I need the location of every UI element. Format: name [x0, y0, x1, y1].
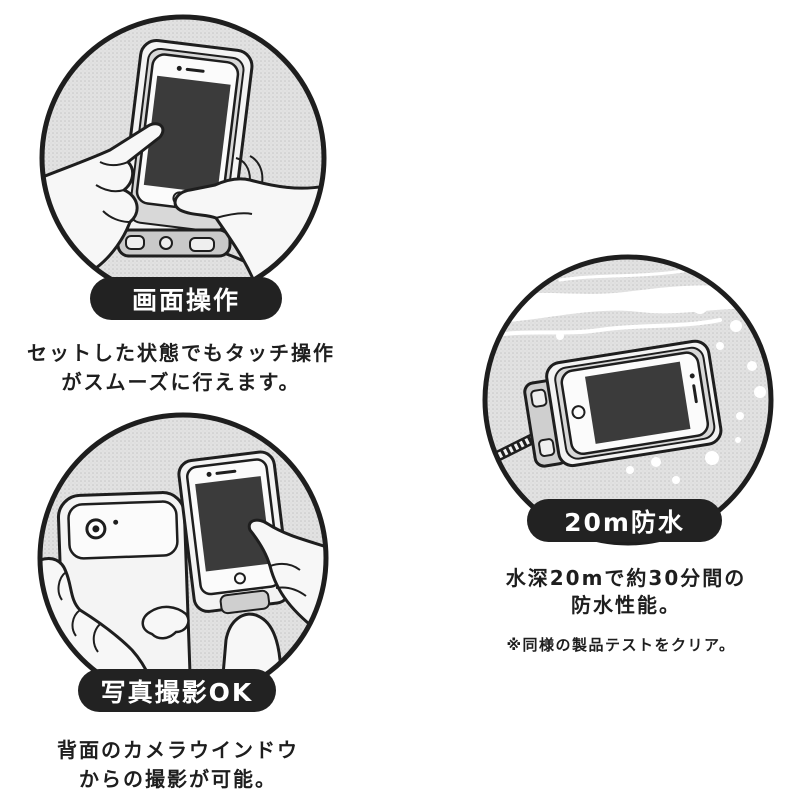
caption-line: からの撮影が可能。 — [79, 767, 277, 791]
pouch-clip — [116, 228, 232, 258]
left-fingers — [141, 605, 190, 640]
water-wave — [485, 285, 771, 324]
photo-illustration — [37, 412, 329, 704]
phone-screen — [143, 75, 231, 194]
feature-circle — [482, 254, 774, 546]
caption-line: 水深20mで約30分間の — [505, 566, 747, 590]
photo-ok-caption: 背面のカメラウインドウ からの撮影が可能。 — [0, 736, 356, 794]
touch-operation-caption: セットした状態でもタッチ操作 がスムーズに行えます。 — [0, 339, 362, 397]
caption-line: セットした状態でもタッチ操作 — [27, 341, 335, 365]
right-hand — [247, 518, 326, 642]
water-wave — [485, 318, 722, 340]
waterproof-caption: 水深20mで約30分間の 防水性能。 — [446, 565, 800, 619]
caption-line: 背面のカメラウインドウ — [57, 738, 299, 762]
caption-line: 防水性能。 — [571, 593, 681, 617]
water-wave — [558, 268, 692, 282]
phone-pouch-front — [177, 450, 292, 615]
waterproof-illustration — [482, 254, 774, 546]
phone-screen — [585, 361, 691, 444]
photo-ok-label: 写真撮影OK — [78, 669, 276, 712]
phone-screen — [195, 476, 272, 572]
touch-operation-label: 画面操作 — [90, 277, 282, 320]
touch-operation-illustration — [39, 14, 327, 302]
test-note: ※同様の製品テストをクリア。 — [506, 636, 736, 654]
phone-pouch — [523, 339, 723, 468]
caption-line: がスムーズに行えます。 — [61, 370, 301, 394]
waterproof-label: 20m防水 — [527, 499, 722, 542]
